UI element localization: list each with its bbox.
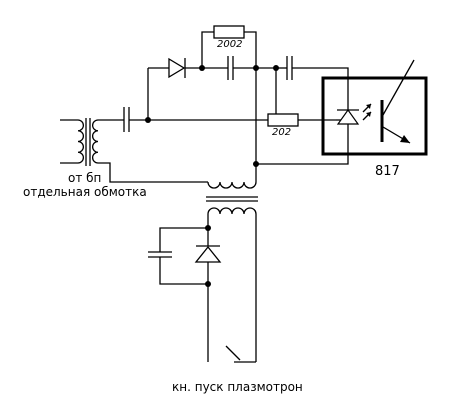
resistor-202: 202 (267, 113, 336, 138)
output-transformer (206, 164, 258, 215)
resistor-2002-label: 2002 (217, 39, 242, 50)
output-capacitor (276, 56, 349, 100)
source-label-line2: отдельная обмотка (23, 185, 147, 199)
optocoupler-label: 817 (375, 164, 400, 179)
button-label: кн. пуск плазмотрон (172, 380, 303, 394)
input-capacitor (123, 107, 148, 132)
middle-capacitor (202, 56, 256, 80)
secondary-circuit (148, 214, 257, 345)
optocoupler-817: 817 (321, 59, 428, 179)
resistor-202-label: 202 (272, 127, 291, 138)
source-label-line1: от бп (68, 171, 101, 185)
top-diode (148, 57, 202, 79)
input-transformer (60, 118, 208, 183)
start-button-switch (207, 345, 257, 363)
resistor-2002: 2002 (201, 25, 257, 68)
